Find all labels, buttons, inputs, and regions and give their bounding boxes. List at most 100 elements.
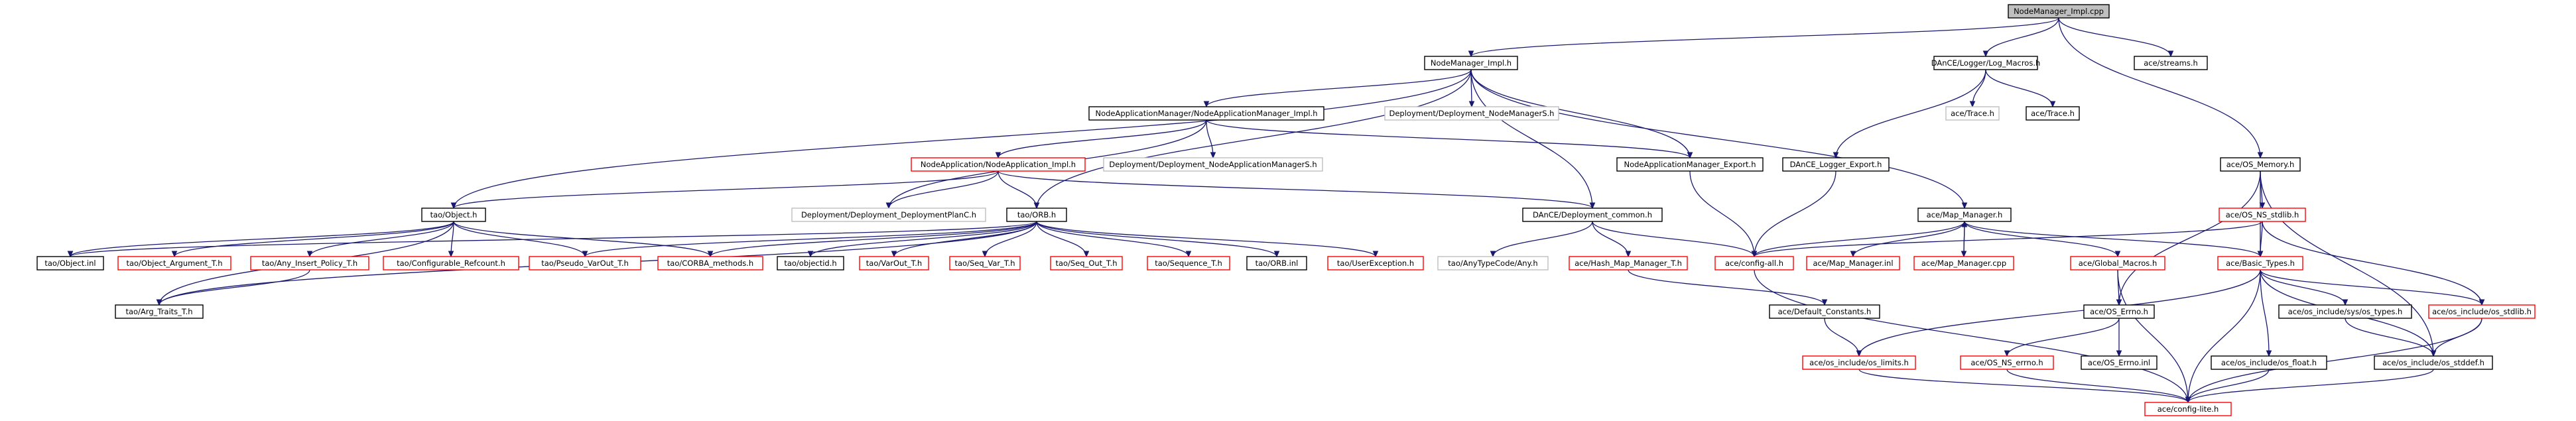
node-label: ace/Map_Manager.h [1927, 210, 2003, 219]
node-box [859, 256, 929, 271]
edge-map_manager-to-map_mgr_inl [1850, 221, 1965, 258]
node-label: ace/Trace.h [1951, 109, 1994, 118]
node-label: ace/os_include/os_stdlib.h [2432, 307, 2532, 316]
node-tao-orb-h[interactable]: tao/ORB.h [1006, 208, 1067, 222]
edge-tao_object-to-object_arg [171, 221, 454, 258]
node-ace-global-macros-h[interactable]: ace/Global_Macros.h [2070, 256, 2165, 271]
edge-basic_types-to-os_stdlib [2260, 269, 2485, 306]
node-tao-seq-out-t-h[interactable]: tao/Seq_Out_T.h [1050, 256, 1123, 271]
edge-os_stddef-to-config_lite [2185, 369, 2434, 404]
edge-log_macros-to-ace_trace_m [1969, 69, 1986, 108]
node-ace-os-ns-errno-h[interactable]: ace/OS_NS_errno.h [1960, 355, 2054, 370]
node-label: Deployment/Deployment_NodeManagerS.h [1389, 109, 1555, 118]
node-box [1569, 256, 1688, 271]
node-tao-orb-inl[interactable]: tao/ORB.inl [1246, 256, 1307, 271]
node-tao-seq-var-t-h[interactable]: tao/Seq_Var_T.h [949, 256, 1021, 271]
node-box [2219, 208, 2306, 222]
node-nodeapplicationmanager-export-h[interactable]: NodeApplicationManager_Export.h [1616, 157, 1764, 172]
node-ace-hash-map-manager-t-h[interactable]: ace/Hash_Map_Manager_T.h [1569, 256, 1688, 271]
node-ace-os-memory-h[interactable]: ace/OS_Memory.h [2220, 157, 2301, 172]
edge-basic_types-to-os_float [2260, 269, 2272, 357]
node-ace-trace-h-missing: ace/Trace.h [1945, 106, 2000, 121]
node-label: DAnCE/Deployment_common.h [1533, 210, 1652, 219]
node-tao-object-h[interactable]: tao/Object.h [421, 208, 486, 222]
node-deployment-deployment-nodeapplicationmanagers-h: Deployment/Deployment_NodeApplicationMan… [1103, 157, 1323, 172]
node-ace-os-errno-inl[interactable]: ace/OS_Errno.inl [2081, 355, 2157, 370]
node-ace-map-manager-h[interactable]: ace/Map_Manager.h [1917, 208, 2012, 222]
node-tao-any-insert-policy-t-h[interactable]: tao/Any_Insert_Policy_T.h [250, 256, 369, 271]
node-tao-userexception-h[interactable]: tao/UserException.h [1327, 256, 1424, 271]
node-box [1006, 208, 1067, 222]
node-ace-basic-types-h[interactable]: ace/Basic_Types.h [2217, 256, 2303, 271]
node-deployment-deployment-deploymentplanc-h: Deployment/Deployment_DeploymentPlanC.h [791, 208, 986, 222]
node-box [1522, 208, 1663, 222]
node-tao-corba-methods-h[interactable]: tao/CORBA_methods.h [657, 256, 763, 271]
edge-os_errno-to-os_ns_errno [2004, 318, 2120, 357]
node-tao-object-inl[interactable]: tao/Object.inl [36, 256, 104, 271]
node-label: tao/ORB.h [1017, 210, 1056, 219]
node-ace-os-include-os-limits-h[interactable]: ace/os_include/os_limits.h [1802, 355, 1916, 370]
node-tao-object-argument-t-h[interactable]: tao/Object_Argument_T.h [117, 256, 231, 271]
edge-nam_impl-to-nam_export [1206, 119, 1693, 159]
node-dance-logger-export-h[interactable]: DAnCE_Logger_Export.h [1782, 157, 1890, 172]
node-dance-deployment-common-h[interactable]: DAnCE/Deployment_common.h [1522, 208, 1663, 222]
edge-nam_impl-to-namS [1206, 119, 1216, 159]
node-label: tao/ORB.inl [1256, 259, 1299, 268]
node-box [2144, 402, 2232, 416]
node-nodeapplicationmanager-nodeapplicationmanager-impl-h[interactable]: NodeApplicationManager/NodeApplicationMa… [1088, 106, 1324, 121]
node-ace-os-include-os-stdlib-h[interactable]: ace/os_include/os_stdlib.h [2428, 304, 2536, 319]
node-ace-os-ns-stdlib-h[interactable]: ace/OS_NS_stdlib.h [2219, 208, 2306, 222]
edge-map_mgr_cpp-to-map_manager [1961, 220, 1968, 257]
node-ace-os-include-sys-os-types-h[interactable]: ace/os_include/sys/os_types.h [2278, 304, 2412, 319]
node-box [1917, 208, 2012, 222]
node-label: tao/Seq_Var_T.h [955, 259, 1015, 268]
edge-nam_export-to-config_all [1689, 170, 1758, 258]
node-ace-trace-h[interactable]: ace/Trace.h [2026, 106, 2080, 121]
node-ace-map-manager-inl[interactable]: ace/Map_Manager.inl [1806, 256, 1900, 271]
edge-na_impl-to-tao_orb [998, 170, 1040, 210]
node-nodeapplication-nodeapplication-impl-h[interactable]: NodeApplication/NodeApplication_Impl.h [911, 157, 1086, 172]
edge-tao_orb-to-seq_out [1036, 221, 1090, 258]
node-label: ace/Map_Manager.inl [1813, 259, 1893, 268]
node-ace-config-lite-h[interactable]: ace/config-lite.h [2144, 402, 2232, 416]
node-label: ace/Hash_Map_Manager_T.h [1575, 259, 1682, 268]
node-box [949, 256, 1021, 271]
node-label: ace/OS_NS_stdlib.h [2226, 210, 2299, 219]
node-label: tao/Arg_Traits_T.h [125, 307, 192, 316]
node-tao-pseudo-varout-t-h[interactable]: tao/Pseudo_VarOut_T.h [529, 256, 641, 271]
node-box [117, 256, 231, 271]
node-ace-os-errno-h[interactable]: ace/OS_Errno.h [2083, 304, 2155, 319]
node-label: NodeManager_Impl.cpp [2014, 7, 2104, 16]
node-label: ace/OS_NS_errno.h [1970, 358, 2043, 367]
node-ace-map-manager-cpp[interactable]: ace/Map_Manager.cpp [1913, 256, 2014, 271]
node-box [1802, 355, 1916, 370]
edge-os_ns_stdlib-to-basic_types [2257, 221, 2264, 258]
node-box [2081, 355, 2157, 370]
node-tao-arg-traits-t-h[interactable]: tao/Arg_Traits_T.h [115, 304, 204, 319]
node-tao-objectid-h[interactable]: tao/objectid.h [777, 256, 844, 271]
node-ace-os-include-os-float-h[interactable]: ace/os_include/os_float.h [2211, 355, 2327, 370]
edge-nmi_h-to-nam_impl [1203, 69, 1472, 108]
node-ace-default-constants-h[interactable]: ace/Default_Constants.h [1769, 304, 1880, 319]
node-box [1960, 355, 2054, 370]
edge-logger_export-to-config_all [1751, 170, 1836, 258]
edge-nmi_h-to-map_manager [1470, 69, 1968, 210]
node-box [529, 256, 641, 271]
node-nodemanager-impl-h[interactable]: NodeManager_Impl.h [1424, 56, 1518, 70]
edge-os_float-to-config_lite [2185, 369, 2270, 404]
node-tao-sequence-t-h[interactable]: tao/Sequence_T.h [1147, 256, 1230, 271]
node-label: tao/VarOut_T.h [866, 259, 922, 268]
edge-tao_orb-to-seq_var [982, 221, 1037, 258]
node-ace-streams-h[interactable]: ace/streams.h [2134, 56, 2208, 70]
edge-os_limits-to-config_lite [1858, 369, 2191, 404]
node-tao-configurable-refcount-h[interactable]: tao/Configurable_Refcount.h [383, 256, 519, 271]
node-tao-varout-t-h[interactable]: tao/VarOut_T.h [859, 256, 929, 271]
node-label: ace/Basic_Types.h [2226, 259, 2295, 268]
node-ace-os-include-os-stddef-h[interactable]: ace/os_include/os_stddef.h [2374, 355, 2493, 370]
node-ace-config-all-h[interactable]: ace/config-all.h [1714, 256, 1794, 271]
node-tao-anytypecode-any-h: tao/AnyTypeCode/Any.h [1437, 256, 1549, 271]
edge-basic_types-to-os_limits [1856, 269, 2261, 357]
node-label: tao/Sequence_T.h [1155, 259, 1222, 268]
node-dance-logger-log-macros-h[interactable]: DAnCE/Logger/Log_Macros.h [1931, 56, 2041, 70]
node-label: ace/Map_Manager.cpp [1921, 259, 2006, 268]
